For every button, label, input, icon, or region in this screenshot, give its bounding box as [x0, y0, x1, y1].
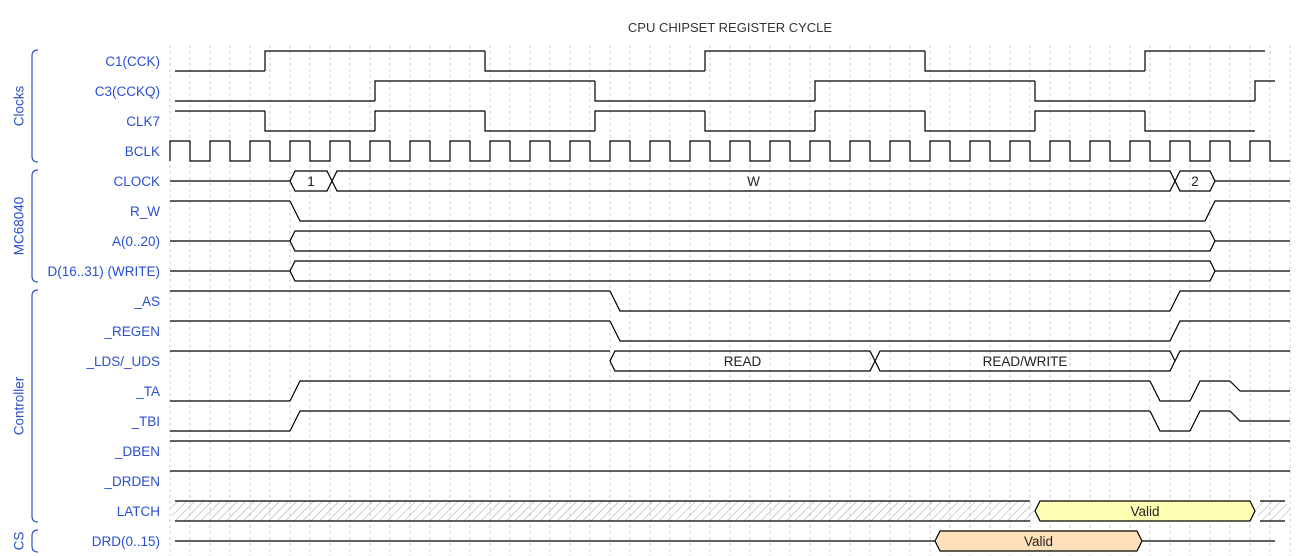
- signal-wave: [175, 110, 1255, 132]
- level-segment: [1034, 81, 1255, 102]
- level-segment: [1229, 380, 1290, 392]
- signal-wave: Valid: [175, 530, 1275, 552]
- level-segment: [1204, 200, 1290, 222]
- level-segment: [1149, 380, 1190, 402]
- signal-label: D(16..31) (WRITE): [47, 264, 160, 279]
- level-segment: [264, 111, 375, 132]
- level-segment: [374, 110, 485, 131]
- clock-wave: [169, 140, 1290, 162]
- level-segment: [594, 81, 815, 102]
- level-segment: [1144, 111, 1255, 132]
- level-segment: [374, 80, 595, 101]
- level-segment: [924, 111, 1035, 132]
- bus-label: Valid: [1130, 504, 1159, 519]
- undefined-edge: [1260, 500, 1285, 522]
- signal-label: DRD(0..15): [92, 534, 160, 549]
- signal-label: _TA: [135, 384, 160, 399]
- level-segment: [1169, 320, 1290, 342]
- signal-wave: READ READ/WRITE: [170, 350, 1290, 372]
- undefined-region: [1255, 501, 1290, 521]
- bus-label: READ: [724, 354, 762, 369]
- signal-wave: 1 W 2: [170, 170, 1290, 192]
- level-segment: [1174, 350, 1290, 362]
- signal-wave: [170, 230, 1290, 252]
- signal-label: LATCH: [117, 504, 160, 519]
- diagram-title: CPU CHIPSET REGISTER CYCLE: [628, 20, 833, 35]
- signal-wave: [170, 380, 1290, 402]
- level-segment: [609, 290, 1170, 312]
- group-label: MC68040: [12, 197, 27, 256]
- level-segment: [924, 51, 1145, 72]
- signal-label: _REGEN: [103, 324, 160, 339]
- bus-label: 2: [1191, 174, 1199, 189]
- level-segment: [264, 50, 485, 71]
- undefined-edge: [175, 500, 1030, 522]
- signal-label: _DRDEN: [103, 474, 160, 489]
- level-segment: [814, 110, 925, 131]
- group-label: Clocks: [12, 86, 27, 127]
- level-segment: [704, 111, 815, 132]
- signal-wave: [170, 320, 1290, 342]
- group-bracket: [31, 49, 39, 163]
- level-segment: [1189, 380, 1230, 402]
- level-segment: [289, 410, 1150, 432]
- signal-wave: [170, 260, 1290, 282]
- group-label: CS: [12, 532, 27, 551]
- signal-label: _DBEN: [114, 444, 160, 459]
- bus-label: READ/WRITE: [983, 354, 1068, 369]
- signal-wave: [175, 80, 1275, 102]
- signal-label: CLOCK: [113, 174, 160, 189]
- level-segment: [1144, 50, 1265, 71]
- signal-label: R_W: [130, 204, 160, 219]
- signal-label: _AS: [133, 294, 160, 309]
- signal-label: A(0..20): [112, 234, 160, 249]
- level-segment: [1034, 110, 1145, 131]
- bus-label: 1: [307, 174, 315, 189]
- level-segment: [289, 200, 1205, 222]
- signal-wave: Valid: [170, 500, 1290, 522]
- level-segment: [704, 50, 925, 71]
- level-segment: [594, 110, 705, 131]
- level-segment: [609, 320, 1170, 342]
- signal-label: BCLK: [125, 144, 160, 159]
- level-segment: [1189, 410, 1230, 432]
- signal-label: C1(CCK): [105, 54, 160, 69]
- group-label: Controller: [12, 376, 27, 435]
- group-bracket: [31, 169, 39, 283]
- level-segment: [484, 111, 595, 132]
- level-segment: [1254, 80, 1275, 101]
- signal-label: _TBI: [130, 414, 160, 429]
- signal-label: C3(CCKQ): [95, 84, 160, 99]
- signal-label: _LDS/_UDS: [85, 354, 160, 369]
- signal-wave: [175, 50, 1265, 72]
- group-bracket: [31, 289, 39, 523]
- signal-label: CLK7: [126, 114, 160, 129]
- bus-label: Valid: [1024, 534, 1053, 549]
- undefined-region: [170, 501, 1035, 521]
- level-segment: [1169, 290, 1290, 312]
- time-grid: [169, 45, 1291, 556]
- signal-wave: [170, 200, 1290, 222]
- level-segment: [1229, 410, 1290, 422]
- bus-segment: [289, 260, 1216, 282]
- level-segment: [484, 51, 705, 72]
- signal-wave: [170, 290, 1290, 312]
- signal-wave: [169, 140, 1290, 162]
- level-segment: [814, 80, 1035, 101]
- bus-segment: [289, 230, 1216, 252]
- group-bracket: [31, 529, 39, 553]
- level-segment: [289, 380, 1150, 402]
- bus-label: W: [747, 174, 760, 189]
- signal-wave: [170, 410, 1290, 432]
- level-segment: [1149, 410, 1190, 432]
